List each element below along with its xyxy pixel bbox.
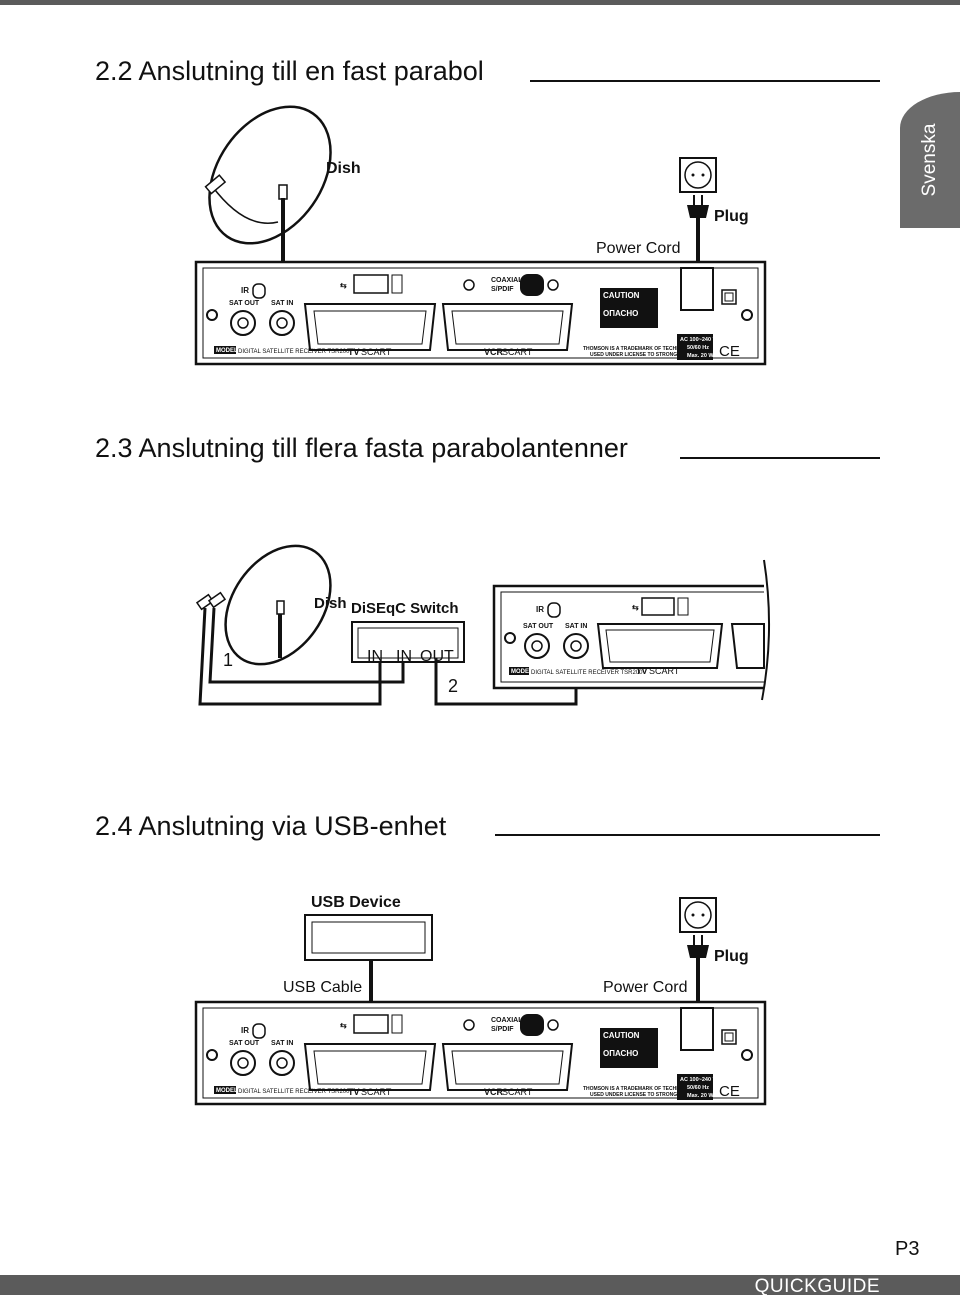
svg-text:SAT IN: SAT IN bbox=[565, 623, 587, 630]
power-cord-label: Power Cord bbox=[603, 979, 687, 996]
top-bar bbox=[0, 0, 960, 5]
plug-label: Plug bbox=[714, 948, 749, 965]
svg-text:TV: TV bbox=[348, 347, 360, 357]
wall-outlet-icon bbox=[679, 897, 717, 933]
svg-text:⇆: ⇆ bbox=[340, 281, 347, 290]
svg-text:CE: CE bbox=[719, 1083, 740, 1100]
receiver-rear-panel: IR SAT OUT SAT IN ⇆ COAXIAL S/PDIF CAUTI… bbox=[194, 1000, 767, 1106]
dish-label: Dish bbox=[326, 160, 361, 177]
power-cord-label: Power Cord bbox=[596, 240, 680, 257]
svg-text:MODEL: MODEL bbox=[216, 1088, 238, 1094]
diagram-multi-dish: Dish DiSEqC Switch 1 IN IN OUT 2 IR SAT … bbox=[0, 500, 960, 730]
diseqc-switch-label: DiSEqC Switch bbox=[351, 600, 459, 617]
svg-text:SCART: SCART bbox=[649, 666, 680, 676]
usb-cable-label: USB Cable bbox=[283, 979, 362, 996]
svg-text:ОПАСНО: ОПАСНО bbox=[603, 309, 638, 318]
svg-text:AC 100~240 V~: AC 100~240 V~ bbox=[680, 337, 719, 343]
svg-text:SAT OUT: SAT OUT bbox=[523, 623, 554, 630]
heading-rule bbox=[680, 457, 880, 459]
svg-text:Max. 20 W: Max. 20 W bbox=[687, 353, 714, 359]
plug-icon bbox=[687, 195, 709, 218]
svg-text:COAXIAL: COAXIAL bbox=[491, 1017, 523, 1024]
svg-text:CAUTION: CAUTION bbox=[603, 291, 640, 300]
language-tab[interactable]: Svenska bbox=[900, 92, 960, 228]
svg-text:IN: IN bbox=[367, 648, 383, 665]
svg-text:Max. 20 W: Max. 20 W bbox=[687, 1093, 714, 1099]
svg-text:USED UNDER LICENSE TO STRONG E: USED UNDER LICENSE TO STRONG EUROPE bbox=[590, 352, 700, 358]
section-title-2-3: 2.3 Anslutning till flera fasta parabola… bbox=[95, 433, 628, 463]
svg-text:SCART: SCART bbox=[361, 347, 392, 357]
svg-text:VCR: VCR bbox=[484, 1087, 504, 1097]
page-number: P3 bbox=[895, 1238, 920, 1260]
output-number-2: 2 bbox=[448, 676, 458, 696]
svg-text:IN: IN bbox=[396, 648, 412, 665]
footer-bar bbox=[0, 1275, 960, 1295]
plug-icon bbox=[687, 935, 709, 958]
svg-text:⇆: ⇆ bbox=[340, 1021, 347, 1030]
svg-text:THOMSON IS A TRADEMARK OF TECH: THOMSON IS A TRADEMARK OF TECHNICOLOR S.… bbox=[583, 346, 711, 352]
svg-text:VCR: VCR bbox=[484, 347, 504, 357]
receiver-rear-panel-partial: IR SAT OUT SAT IN ⇆ MODEL DIGITAL SATELL… bbox=[492, 559, 770, 701]
usb-device-label: USB Device bbox=[311, 894, 401, 911]
svg-text:MODEL: MODEL bbox=[511, 669, 533, 675]
footer-label: QUICKGUIDE bbox=[754, 1276, 880, 1297]
svg-text:SAT IN: SAT IN bbox=[271, 1040, 293, 1047]
svg-text:DIGITAL SATELLITE RECEIVER TSR: DIGITAL SATELLITE RECEIVER TSR200 bbox=[531, 670, 643, 676]
svg-text:SCART: SCART bbox=[502, 347, 533, 357]
input-number-1: 1 bbox=[223, 650, 233, 670]
svg-text:SAT IN: SAT IN bbox=[271, 300, 293, 307]
svg-text:SCART: SCART bbox=[502, 1087, 533, 1097]
dish-label: Dish bbox=[314, 595, 347, 612]
diagram-single-dish: Dish Plug Power Cord IR SAT OUT SAT IN ⇆… bbox=[0, 0, 960, 400]
svg-text:CE: CE bbox=[719, 343, 740, 360]
heading-rule bbox=[495, 834, 880, 836]
svg-text:AC 100~240 V~: AC 100~240 V~ bbox=[680, 1077, 719, 1083]
svg-text:OUT: OUT bbox=[420, 648, 454, 665]
dish-icon bbox=[204, 105, 332, 245]
svg-text:IR: IR bbox=[241, 286, 249, 295]
diseqc-switch: IN IN OUT bbox=[351, 621, 465, 665]
section-title-2-4: 2.4 Anslutning via USB-enhet bbox=[95, 811, 447, 841]
svg-text:CAUTION: CAUTION bbox=[603, 1031, 640, 1040]
cable-lnb-2 bbox=[208, 607, 405, 684]
dish-icon bbox=[195, 544, 332, 666]
svg-text:MODEL: MODEL bbox=[216, 348, 238, 354]
receiver-rear-panel: IR SAT OUT SAT IN ⇆ COAXIAL S/PDIF CAUTI… bbox=[194, 260, 767, 366]
svg-text:COAXIAL: COAXIAL bbox=[491, 277, 523, 284]
section-title-2-2: 2.2 Anslutning till en fast parabol bbox=[95, 56, 484, 86]
heading-rule bbox=[530, 80, 880, 82]
svg-text:USED UNDER LICENSE TO STRONG E: USED UNDER LICENSE TO STRONG EUROPE bbox=[590, 1092, 700, 1098]
svg-text:TV: TV bbox=[348, 1087, 360, 1097]
svg-text:S/PDIF: S/PDIF bbox=[491, 1026, 514, 1033]
svg-text:SCART: SCART bbox=[361, 1087, 392, 1097]
svg-text:DIGITAL SATELLITE RECEIVER TSR: DIGITAL SATELLITE RECEIVER TSR200 bbox=[238, 1089, 350, 1095]
plug-label: Plug bbox=[714, 208, 749, 225]
svg-text:IR: IR bbox=[241, 1026, 249, 1035]
usb-device-icon bbox=[304, 914, 433, 961]
svg-text:S/PDIF: S/PDIF bbox=[491, 286, 514, 293]
svg-text:⇆: ⇆ bbox=[632, 603, 639, 612]
svg-text:ОПАСНО: ОПАСНО bbox=[603, 1049, 638, 1058]
svg-text:THOMSON IS A TRADEMARK OF TECH: THOMSON IS A TRADEMARK OF TECHNICOLOR S.… bbox=[583, 1086, 711, 1092]
svg-text:SAT OUT: SAT OUT bbox=[229, 1040, 260, 1047]
svg-text:DIGITAL SATELLITE RECEIVER TSR: DIGITAL SATELLITE RECEIVER TSR200 bbox=[238, 349, 350, 355]
diagram-usb: USB Device USB Cable Plug Power Cord IR … bbox=[0, 860, 960, 1120]
svg-text:50/60 Hz: 50/60 Hz bbox=[687, 1085, 709, 1091]
svg-text:IR: IR bbox=[536, 605, 544, 614]
svg-text:TV: TV bbox=[636, 666, 648, 676]
svg-text:50/60 Hz: 50/60 Hz bbox=[687, 345, 709, 351]
wall-outlet-icon bbox=[679, 157, 717, 193]
svg-text:SAT OUT: SAT OUT bbox=[229, 300, 260, 307]
